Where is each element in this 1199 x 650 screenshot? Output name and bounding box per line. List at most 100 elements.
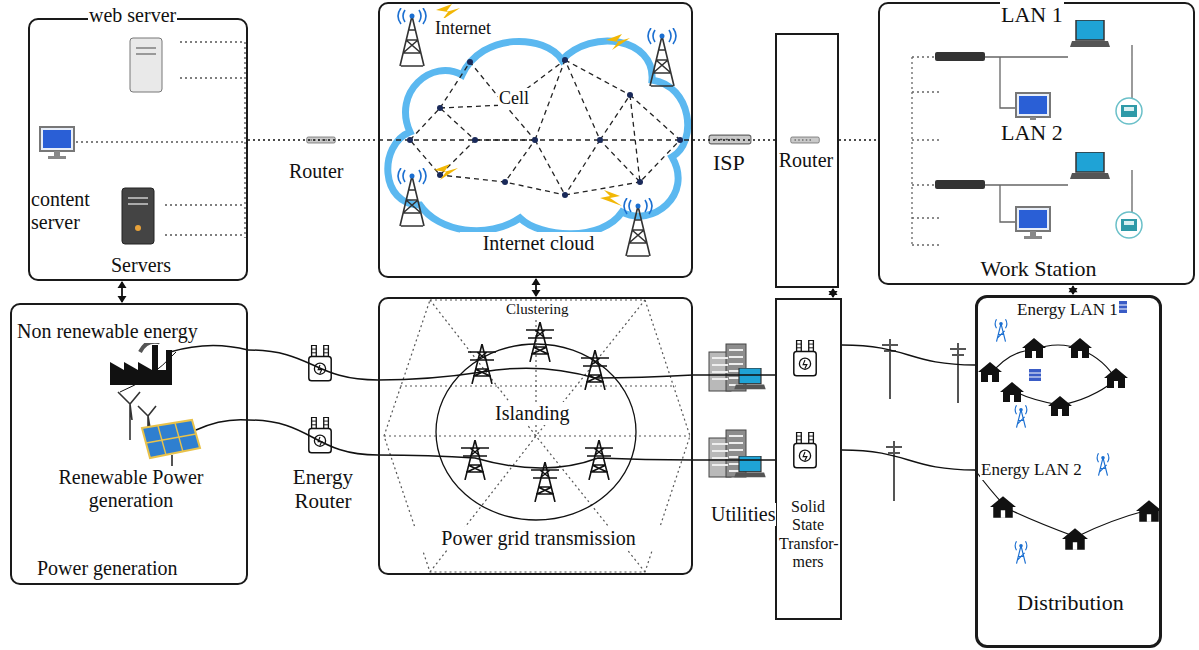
diagram-box: Solid State Transfor- mers — [775, 298, 842, 620]
illustration — [531, 462, 559, 502]
network-link — [248, 139, 378, 141]
power-line — [248, 350, 378, 380]
diagram-box: Internet cloud — [378, 2, 693, 278]
grid-ring — [436, 344, 636, 520]
cloud-outline — [388, 41, 688, 234]
illustration — [1029, 369, 1041, 381]
content-server-icon — [122, 188, 154, 244]
part-label: Router — [288, 160, 344, 183]
illustration — [794, 340, 816, 375]
illustration — [40, 127, 74, 159]
illustration — [1068, 338, 1092, 358]
grid-wires — [378, 455, 693, 468]
box-title: Internet cloud — [460, 232, 617, 255]
gen-wires — [120, 352, 176, 392]
illustration — [1070, 152, 1110, 179]
grid-regions — [384, 300, 690, 572]
cell-nodes — [597, 137, 603, 143]
diagram-box: Power grid transmission — [378, 297, 693, 575]
part-label: LAN 1 — [1000, 2, 1064, 27]
illustration — [1016, 207, 1050, 239]
part-label: LAN 2 — [1000, 120, 1064, 145]
diagram-box: Servers — [28, 18, 248, 281]
cell-nodes — [627, 92, 633, 98]
lan-wiring — [912, 45, 1132, 245]
part-label: Non renewable energy — [16, 320, 199, 343]
box-title: Solid State Transfor- mers — [778, 498, 838, 572]
grid-wires — [378, 368, 693, 380]
illustration — [398, 168, 426, 226]
illustration — [309, 417, 331, 452]
illustration — [886, 441, 902, 501]
illustration — [791, 137, 820, 143]
lan-switch — [935, 180, 985, 189]
illustration — [1015, 541, 1027, 564]
cell-nodes — [677, 137, 683, 143]
illustration — [995, 319, 1007, 342]
gen-wires — [196, 420, 248, 430]
diagram-box: Power generation — [10, 303, 248, 585]
illustration — [1136, 500, 1162, 522]
cell-nodes — [532, 137, 538, 143]
gen-wires — [120, 345, 248, 430]
illustration — [1015, 405, 1027, 428]
box-title: Power generation — [36, 557, 228, 580]
box-title: Distribution — [988, 590, 1153, 615]
part-label: Energy LAN 2 — [980, 460, 1083, 480]
lan-wiring — [985, 45, 1132, 222]
cell-nodes — [467, 59, 473, 65]
illustration — [307, 137, 336, 143]
cell-nodes — [637, 179, 643, 185]
web-server-icon — [130, 38, 162, 92]
content-server-icon — [128, 198, 148, 204]
illustration — [1097, 453, 1109, 476]
illustration — [1062, 528, 1088, 550]
arrow-head — [118, 296, 127, 303]
illustration — [794, 432, 816, 467]
part-label: Renewable Power generation — [30, 466, 232, 512]
part-label: Islanding — [494, 402, 570, 425]
cell-nodes — [562, 192, 568, 198]
illustration — [1022, 338, 1046, 358]
lan-switch — [935, 52, 985, 61]
cell-nodes — [407, 137, 413, 143]
lightning — [606, 34, 630, 50]
box-title: Servers — [80, 254, 202, 277]
factory-icon — [110, 337, 176, 385]
part-label: Energy LAN 1 — [1016, 300, 1119, 320]
power-line — [693, 374, 775, 376]
cell-nodes — [472, 137, 478, 143]
power-line — [842, 450, 975, 470]
lightning — [434, 4, 630, 206]
illustration — [581, 350, 609, 390]
solar-panel-icon — [142, 420, 200, 458]
part-label: web server — [88, 4, 177, 27]
illustration — [1104, 368, 1128, 388]
wind-turbine-icon — [118, 392, 140, 440]
illustration — [734, 368, 765, 389]
illustration — [1116, 98, 1142, 124]
web-server-icon — [136, 48, 156, 54]
illustration — [990, 496, 1016, 518]
cell-nodes — [562, 57, 568, 63]
arrow-head — [829, 288, 838, 295]
box-title: Power grid transmission — [410, 527, 667, 550]
part-label: Clustering — [505, 301, 570, 318]
grid-wires — [378, 368, 693, 468]
part-label: Internet — [434, 18, 492, 39]
illustration — [1000, 382, 1024, 402]
grid-regions — [384, 300, 690, 572]
illustration — [585, 440, 613, 480]
illustration — [468, 344, 496, 384]
arrow-head — [532, 278, 541, 285]
cell-nodes — [437, 172, 443, 178]
part-label: Utilities — [710, 503, 776, 526]
illustration — [624, 198, 652, 256]
cell-nodes — [502, 179, 508, 185]
illustration — [1116, 212, 1142, 238]
lightning — [600, 190, 622, 206]
illustration — [950, 343, 966, 403]
part-label: Cell — [498, 88, 530, 109]
part-label: ISP — [712, 150, 746, 175]
cell-network — [410, 60, 680, 195]
